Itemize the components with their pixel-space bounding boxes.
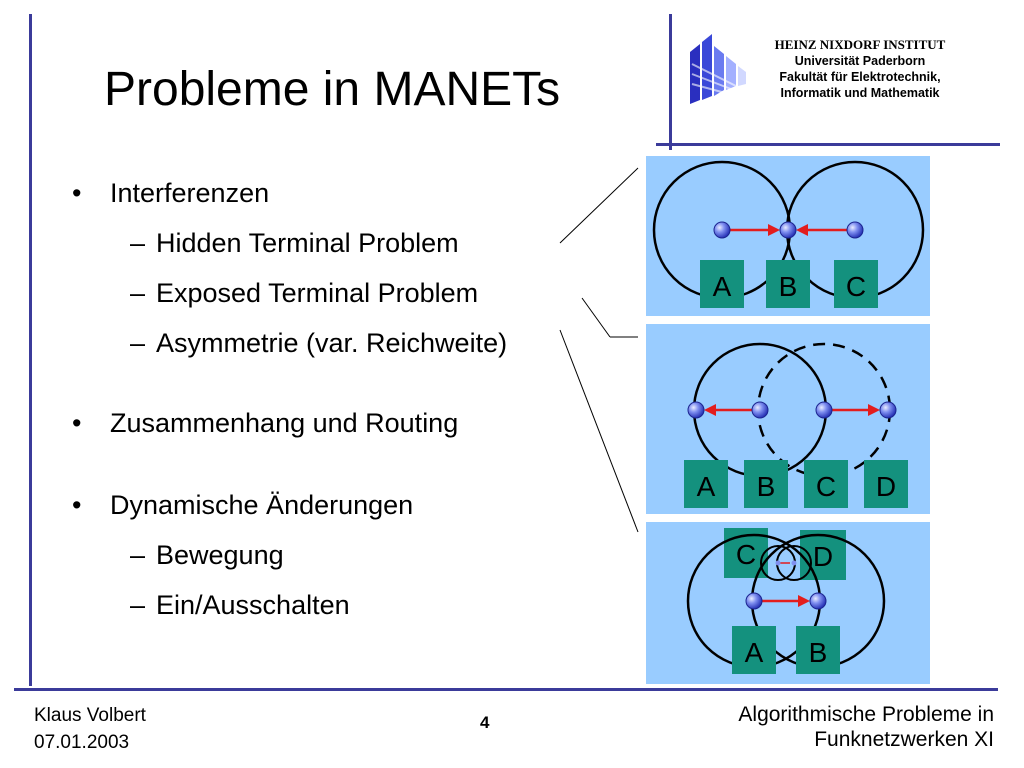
label-box bbox=[766, 260, 810, 308]
node-label: A bbox=[697, 471, 716, 502]
arrow-head bbox=[704, 404, 716, 416]
exposed-terminal-diagram: A B C D bbox=[646, 324, 930, 514]
subbullet-text: Ein/Ausschalten bbox=[156, 590, 350, 620]
arrow-head bbox=[798, 595, 810, 607]
subbullet-dash: – bbox=[130, 540, 146, 570]
node-label: C bbox=[846, 271, 866, 302]
footer-author: Klaus Volbert bbox=[34, 705, 146, 726]
institute-university: Universität Paderborn bbox=[794, 54, 926, 68]
label-box bbox=[744, 460, 788, 508]
header-horizontal-rule bbox=[656, 143, 1000, 146]
subbullet-dash: – bbox=[130, 228, 146, 258]
node-b bbox=[779, 221, 797, 239]
subbullet-text: Asymmetrie (var. Reichweite) bbox=[156, 328, 508, 358]
node-label: A bbox=[745, 637, 764, 668]
node-b bbox=[809, 592, 827, 610]
node-c bbox=[815, 401, 833, 419]
bullet-dot: • bbox=[72, 408, 82, 438]
left-vertical-rule bbox=[29, 14, 32, 686]
subbullet-text: Bewegung bbox=[156, 540, 284, 570]
node-label: B bbox=[779, 271, 798, 302]
node-a bbox=[745, 592, 763, 610]
footer-course-line2: Funknetzwerken XI bbox=[814, 728, 994, 751]
connector-lines bbox=[559, 167, 639, 533]
bullet-dot: • bbox=[72, 490, 82, 520]
node-label: B bbox=[809, 637, 828, 668]
page-number: 4 bbox=[480, 713, 490, 732]
hidden-terminal-diagram: A B C bbox=[646, 156, 930, 316]
footer-author-block: Klaus Volbert 07.01.2003 bbox=[34, 702, 146, 756]
label-box bbox=[834, 260, 878, 308]
node-a bbox=[687, 401, 705, 419]
subbullet-dash: – bbox=[130, 328, 146, 358]
university-logo-icon bbox=[690, 34, 746, 104]
institute-name: HEINZ NIXDORF INSTITUT bbox=[774, 37, 946, 52]
label-box bbox=[732, 626, 776, 674]
bullet-text: Zusammenhang und Routing bbox=[110, 408, 459, 438]
subbullet-text: Hidden Terminal Problem bbox=[156, 228, 459, 258]
node-label: D bbox=[876, 471, 896, 502]
label-box bbox=[684, 460, 728, 508]
footer-horizontal-rule bbox=[14, 688, 998, 691]
header-vertical-rule bbox=[669, 14, 672, 150]
asymmetry-diagram: C D A B bbox=[646, 522, 930, 684]
arrow-head bbox=[768, 224, 780, 236]
arrow-head bbox=[868, 404, 880, 416]
institute-faculty-cont: Informatik und Mathematik bbox=[780, 86, 940, 100]
label-box bbox=[796, 626, 840, 674]
node-b bbox=[751, 401, 769, 419]
node-a bbox=[713, 221, 731, 239]
label-box bbox=[804, 460, 848, 508]
subbullet-dash: – bbox=[130, 590, 146, 620]
institute-faculty: Fakultät für Elektrotechnik, bbox=[779, 70, 941, 84]
node-d-small bbox=[791, 560, 797, 566]
node-label: C bbox=[816, 471, 836, 502]
node-label: B bbox=[757, 471, 776, 502]
arrow-head bbox=[796, 224, 808, 236]
node-d bbox=[879, 401, 897, 419]
institute-block: HEINZ NIXDORF INSTITUT Universität Pader… bbox=[752, 37, 968, 101]
node-label: D bbox=[813, 541, 833, 572]
node-c bbox=[846, 221, 864, 239]
footer-course-block: Algorithmische Probleme in Funknetzwerke… bbox=[738, 702, 994, 752]
footer-date: 07.01.2003 bbox=[34, 732, 130, 753]
subbullet-dash: – bbox=[130, 278, 146, 308]
bullet-dot: • bbox=[72, 178, 82, 208]
slide-title: Probleme in MANETs bbox=[104, 63, 561, 116]
bullet-text: Interferenzen bbox=[110, 178, 270, 208]
label-box bbox=[864, 460, 908, 508]
label-box bbox=[700, 260, 744, 308]
node-c-small bbox=[775, 560, 781, 566]
node-label: C bbox=[736, 539, 756, 570]
bullet-text: Dynamische Änderungen bbox=[110, 490, 414, 520]
node-label: A bbox=[713, 271, 732, 302]
subbullet-text: Exposed Terminal Problem bbox=[156, 278, 479, 308]
footer-course-line1: Algorithmische Probleme in bbox=[738, 703, 994, 726]
